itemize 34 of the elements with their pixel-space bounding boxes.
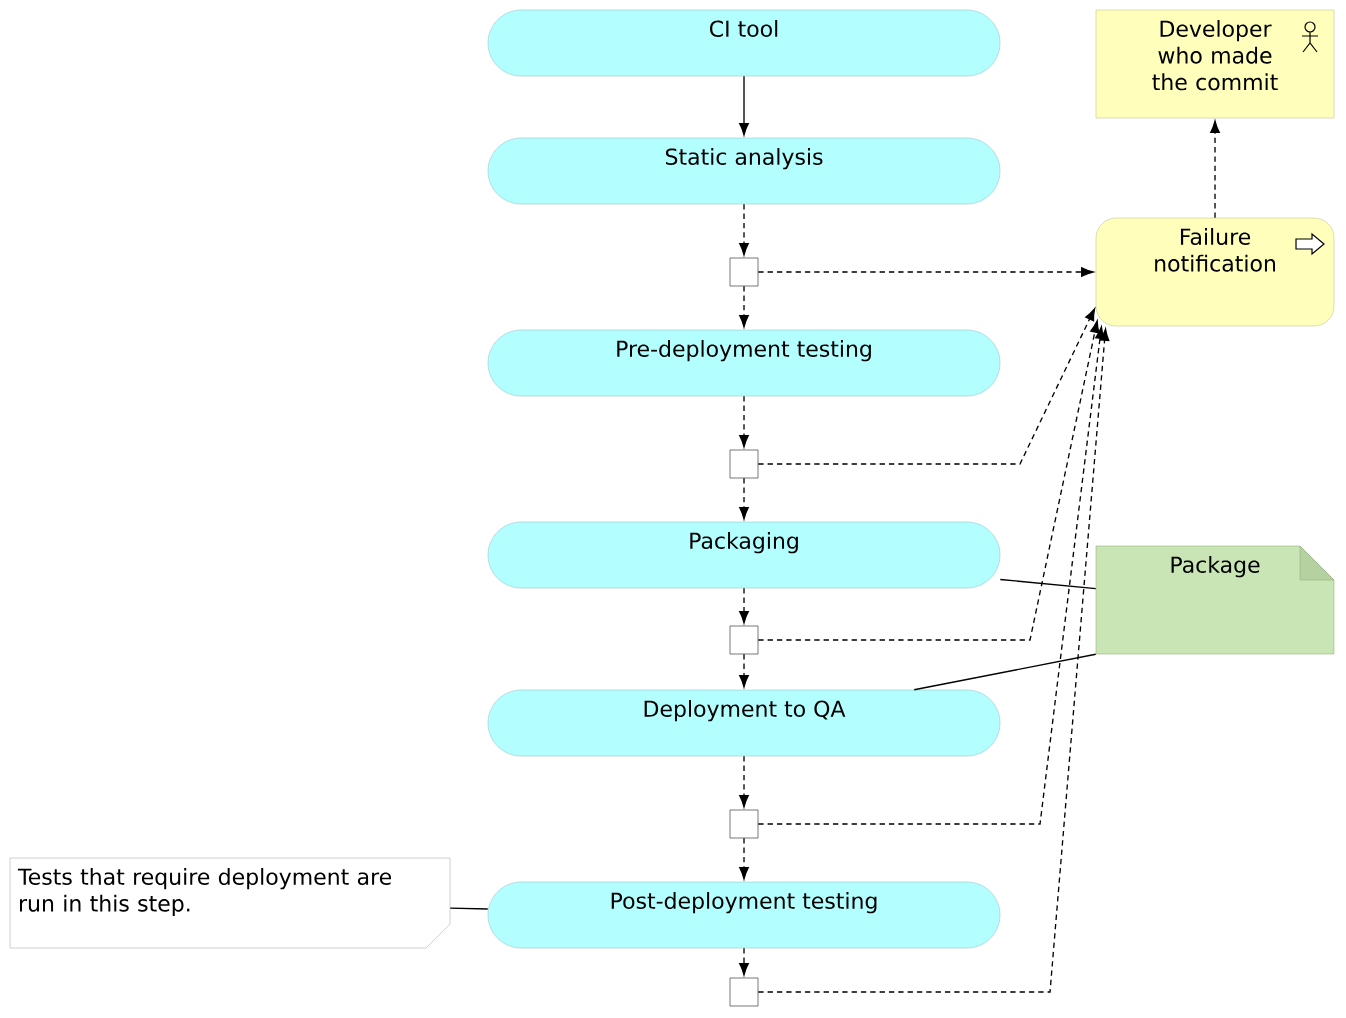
connector-line — [999, 578, 1097, 590]
process-box: Packaging — [487, 521, 1001, 589]
junction-square — [729, 977, 759, 1007]
arrow — [739, 285, 749, 328]
artifact-note: Package — [1095, 545, 1335, 655]
arrow — [739, 837, 749, 880]
process-box: Static analysis — [487, 137, 1001, 205]
process-box: Pre-deployment testing — [487, 329, 1001, 397]
arrow — [757, 328, 1110, 993]
process-box: CI tool — [487, 9, 1001, 77]
arrow — [739, 477, 749, 520]
process-box: Post-deployment testing — [487, 881, 1001, 949]
junction-square — [729, 809, 759, 839]
connector-line — [449, 907, 489, 910]
arrow — [739, 75, 749, 136]
junction-square — [729, 625, 759, 655]
connector-line — [913, 653, 1097, 691]
junction-square — [729, 257, 759, 287]
actor-box: Developer who made the commit — [1095, 9, 1335, 119]
arrow — [757, 320, 1100, 641]
arrow — [1210, 120, 1220, 219]
arrow — [757, 308, 1096, 465]
arrow — [757, 267, 1094, 277]
arrow — [739, 587, 749, 624]
arrow — [739, 203, 749, 256]
process-box: Deployment to QA — [487, 689, 1001, 757]
note-box: Tests that require deployment are run in this step. — [9, 857, 451, 949]
arrow — [739, 755, 749, 808]
arrow — [739, 947, 749, 976]
junction-square — [729, 449, 759, 479]
arrow — [757, 326, 1105, 825]
arrow — [739, 395, 749, 448]
arrow — [739, 653, 749, 688]
event-box: Failure notification — [1095, 217, 1335, 327]
